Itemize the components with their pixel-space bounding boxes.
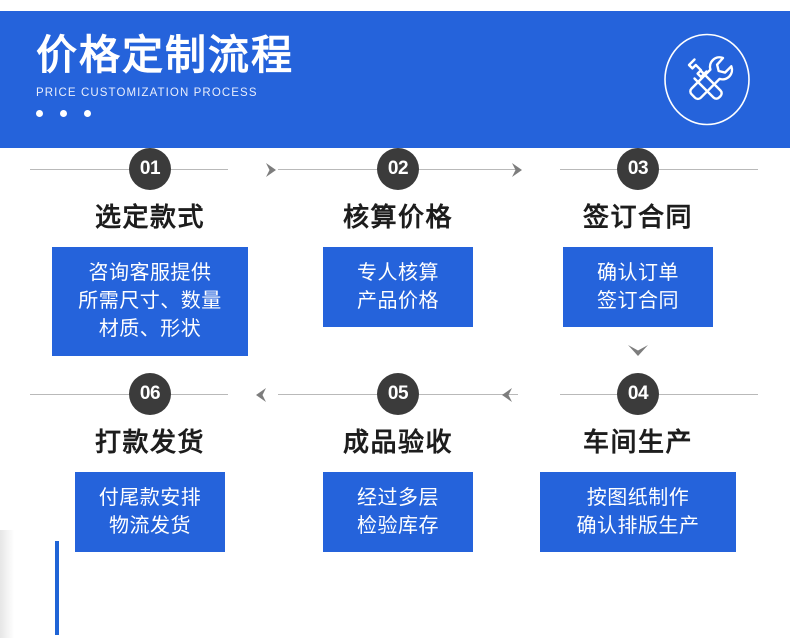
left-edge-blue-stripe	[55, 541, 59, 635]
chevron-right-icon	[258, 156, 286, 184]
chevron-left-icon	[246, 381, 274, 409]
chevron-down-icon	[624, 341, 652, 363]
step-number-badge: 05	[377, 373, 419, 415]
step-detail-line: 按图纸制作	[586, 486, 690, 509]
page-subtitle: PRICE CUSTOMIZATION PROCESS	[36, 87, 258, 100]
step-title: 打款发货	[94, 427, 205, 457]
process-row-1: 01 选定款式 咨询客服提供 所需尺寸、数量 材质、形状 02	[0, 148, 790, 373]
step-detail-line: 产品价格	[357, 289, 439, 312]
step-detail-line: 材质、形状	[98, 318, 202, 341]
hammer-wrench-circle-icon	[657, 28, 757, 131]
step-detail-box: 按图纸制作 确认排版生产	[540, 471, 736, 553]
step-card-04[interactable]: 04 车间生产 按图纸制作 确认排版生产	[518, 373, 758, 553]
step-detail-line: 所需尺寸、数量	[78, 289, 222, 312]
header-dot-3	[84, 110, 91, 118]
step-detail-box: 付尾款安排 物流发货	[75, 471, 225, 553]
rail-line	[560, 394, 758, 395]
step-detail-box: 经过多层 检验库存	[323, 471, 473, 553]
step-detail-box: 确认订单 签订合同	[563, 246, 713, 328]
step-card-03[interactable]: 03 签订合同 确认订单 签订合同	[518, 148, 758, 328]
step-card-01[interactable]: 01 选定款式 咨询客服提供 所需尺寸、数量 材质、形状	[30, 148, 270, 356]
step-detail-line: 签订合同	[597, 289, 679, 312]
step-detail-line: 专人核算	[357, 261, 439, 284]
step-card-05[interactable]: 05 成品验收 经过多层 检验库存	[278, 373, 518, 553]
rail-line	[560, 169, 758, 170]
chevron-right-icon	[504, 156, 532, 184]
step-detail-line: 确认订单	[597, 261, 679, 284]
step-detail-line: 确认排版生产	[576, 514, 700, 537]
step-rail-04: 04	[518, 373, 758, 417]
step-title: 成品验收	[342, 427, 453, 457]
step-number-badge: 02	[377, 148, 419, 190]
step-rail-01: 01	[30, 148, 270, 192]
step-rail-06: 06	[30, 373, 270, 417]
step-number-badge: 06	[129, 373, 171, 415]
header-dot-1	[36, 110, 43, 118]
chevron-left-icon	[492, 381, 520, 409]
step-card-02[interactable]: 02 核算价格 专人核算 产品价格	[278, 148, 518, 328]
step-detail-line: 付尾款安排	[98, 486, 202, 509]
step-detail-line: 咨询客服提供	[88, 261, 212, 284]
step-rail-05: 05	[278, 373, 518, 417]
step-detail-box: 专人核算 产品价格	[323, 246, 473, 328]
step-title: 车间生产	[582, 427, 693, 457]
step-number-badge: 03	[617, 148, 659, 190]
step-number-badge: 01	[129, 148, 171, 190]
left-edge-shadow	[0, 530, 14, 638]
process-flow: 01 选定款式 咨询客服提供 所需尺寸、数量 材质、形状 02	[0, 148, 790, 588]
step-title: 签订合同	[582, 202, 693, 232]
header-text-group: 价格定制流程 PRICE CUSTOMIZATION PROCESS	[36, 32, 294, 118]
step-rail-02: 02	[278, 148, 518, 192]
step-detail-box: 咨询客服提供 所需尺寸、数量 材质、形状	[52, 246, 248, 356]
step-detail-line: 物流发货	[109, 514, 191, 537]
header-banner: 价格定制流程 PRICE CUSTOMIZATION PROCESS	[0, 11, 790, 148]
process-row-2: 06 打款发货 付尾款安排 物流发货 05 成品验收	[0, 373, 790, 588]
step-number-badge: 04	[617, 373, 659, 415]
step-detail-line: 经过多层	[357, 486, 439, 509]
header-dot-2	[60, 110, 67, 118]
step-rail-03: 03	[518, 148, 758, 192]
page-title: 价格定制流程	[36, 32, 294, 78]
step-title: 核算价格	[342, 202, 453, 232]
header-dot-group	[36, 110, 294, 118]
step-title: 选定款式	[94, 202, 205, 232]
step-detail-line: 检验库存	[357, 514, 439, 537]
step-card-06[interactable]: 06 打款发货 付尾款安排 物流发货	[30, 373, 270, 553]
